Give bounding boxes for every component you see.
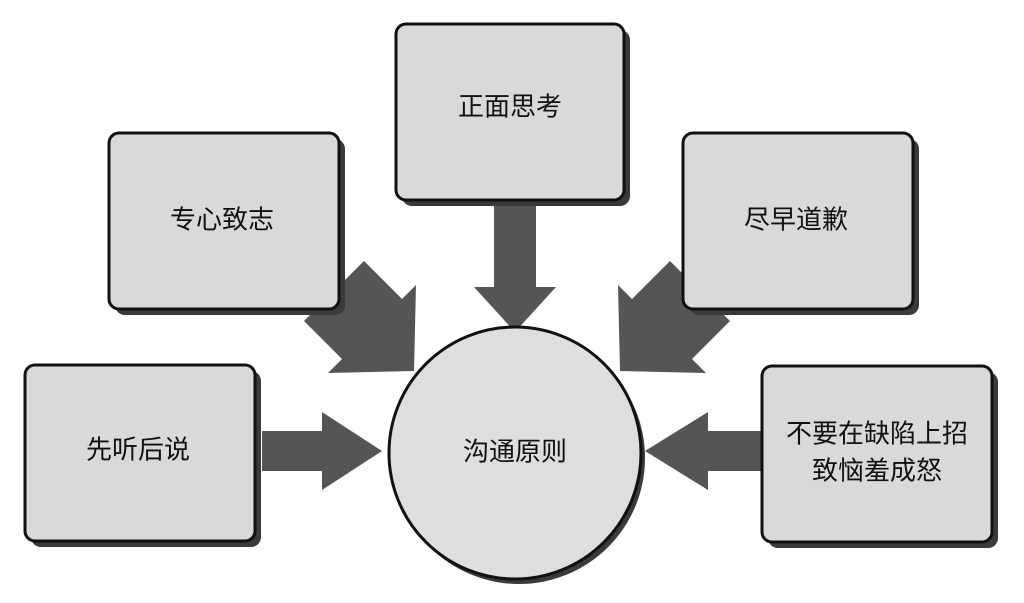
principle-label-right-line2: 致恼羞成怒	[812, 457, 942, 487]
principle-box-left: 先听后说	[23, 363, 261, 547]
principle-box-top: 正面思考	[394, 22, 630, 206]
arrow-right-to-center	[645, 412, 765, 490]
principle-box-upper-left: 专心致志	[107, 131, 345, 315]
principle-label-top: 正面思考	[458, 93, 562, 123]
center-node: 沟通原则	[387, 325, 645, 584]
arrow-top-to-center	[474, 196, 556, 332]
arrow-upper-left-to-center	[304, 261, 416, 373]
principle-box-upper-right: 尽早道歉	[681, 131, 919, 315]
principle-box-right: 不要在缺陷上招 致恼羞成怒	[760, 364, 998, 548]
arrows	[262, 196, 765, 490]
principle-label-left: 先听后说	[86, 436, 190, 466]
arrow-left-to-center	[262, 412, 382, 490]
principle-label-upper-left: 专心致志	[170, 206, 274, 236]
principle-label-right-line1: 不要在缺陷上招	[786, 420, 968, 450]
principle-label-upper-right: 尽早道歉	[744, 206, 848, 236]
arrow-upper-right-to-center	[618, 261, 730, 373]
center-label: 沟通原则	[463, 438, 567, 468]
